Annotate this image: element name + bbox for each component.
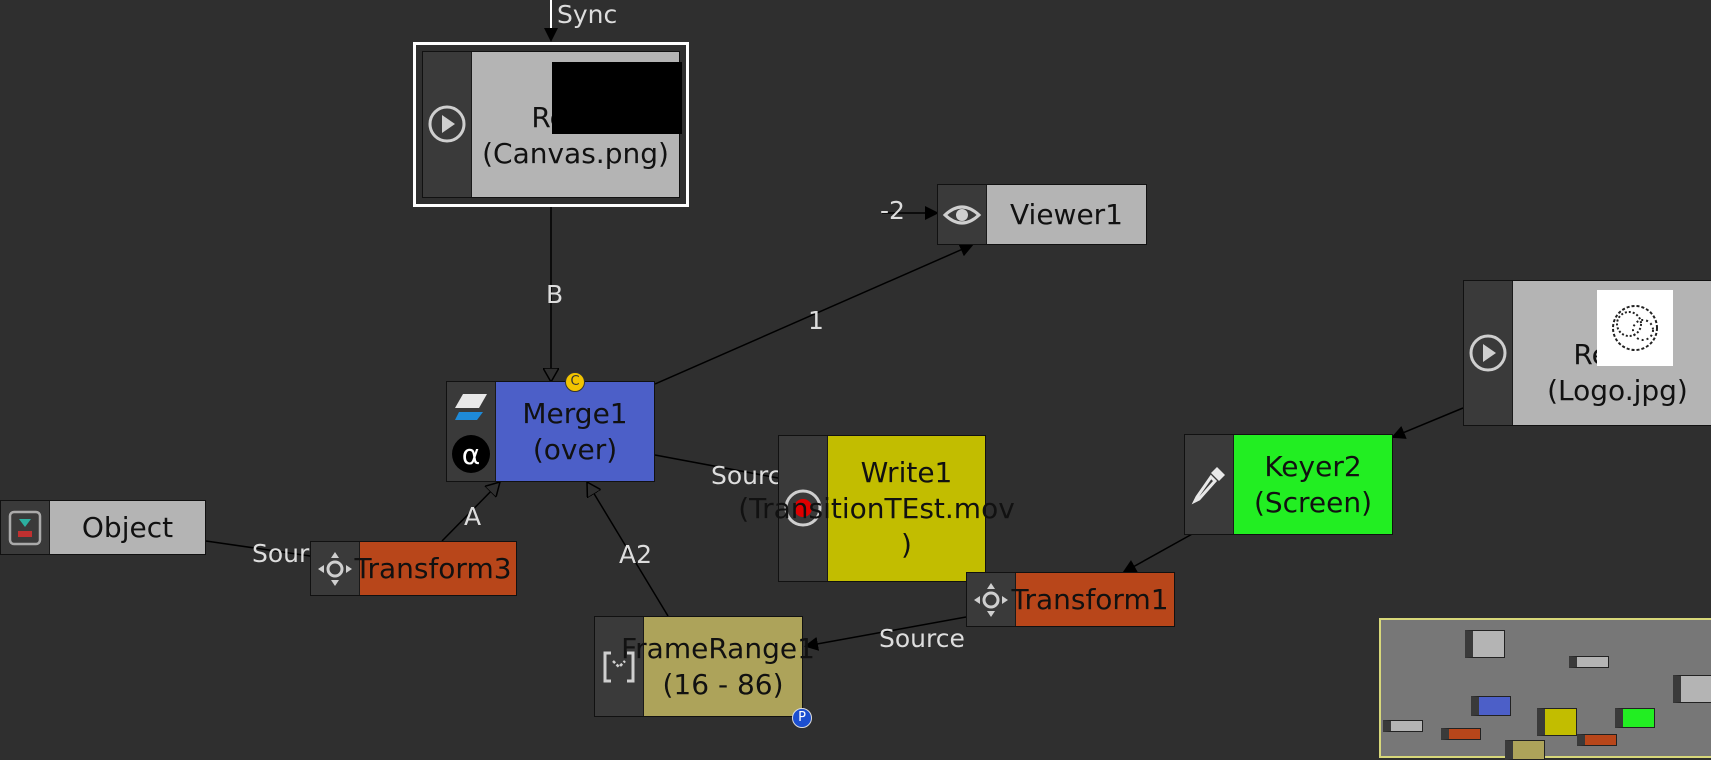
node-transform3[interactable]: Transform3 <box>310 541 517 596</box>
minimap-node <box>1615 708 1655 728</box>
node-write-title: Write1 <box>860 455 953 489</box>
edge-label-a: A <box>464 502 482 531</box>
minimap-node <box>1569 656 1609 668</box>
svg-text:α: α <box>462 438 480 471</box>
merge-status-badge-label: C <box>570 374 580 389</box>
edge-label-a2: A2 <box>619 540 653 569</box>
edge-a[interactable] <box>441 482 500 542</box>
edge-logo-keyer[interactable] <box>1391 407 1464 439</box>
play-icon <box>428 105 466 143</box>
node-object-title: Object <box>81 510 174 544</box>
node-transform1-title: Transform1 <box>1011 582 1169 616</box>
node-keyer-title: Keyer2 <box>1264 449 1362 483</box>
node-write-subtitle: (TransitionTEst.mov <box>738 491 1015 525</box>
framerange-status-badge-label: P <box>798 710 806 725</box>
minimap-node <box>1465 630 1505 658</box>
layers-icon <box>455 394 487 420</box>
node-keyer-subtitle: (Screen) <box>1253 485 1373 519</box>
node-transform3-title: Transform3 <box>354 551 512 585</box>
edge-label-1: 1 <box>808 306 824 335</box>
node-read-logo-subtitle: (Logo.jpg) <box>1547 374 1688 407</box>
edge-framerange-source[interactable] <box>804 616 967 651</box>
thumbnail-canvas <box>552 62 682 134</box>
object-icon <box>8 510 42 546</box>
thumbnail-logo <box>1597 290 1673 366</box>
node-framerange-title: FrameRange1 <box>621 631 815 665</box>
alpha-icon: α <box>452 435 490 473</box>
minimap-node <box>1577 734 1617 746</box>
node-merge-title: Merge1 <box>522 396 628 430</box>
node-keyer[interactable]: Keyer2 (Screen) <box>1184 434 1393 535</box>
eye-icon <box>942 205 982 225</box>
node-read-canvas-subtitle: (Canvas.png) <box>482 136 669 170</box>
edge-label-sync: Sync <box>557 0 618 29</box>
node-framerange-subtitle: (16 - 86) <box>662 667 784 701</box>
play-icon <box>1469 334 1507 372</box>
edge-label-2: -2 <box>880 196 905 225</box>
minimap-node <box>1383 720 1423 732</box>
node-viewer[interactable]: Viewer1 <box>937 184 1147 245</box>
edge-transform3-source[interactable] <box>205 540 311 557</box>
navigator-minimap[interactable] <box>1379 618 1711 760</box>
merge-status-badge: C <box>565 372 585 392</box>
edge-label-source-framerange: Source <box>879 624 965 653</box>
move-icon <box>318 552 352 586</box>
edge-keyer-transform1[interactable] <box>1122 532 1195 573</box>
framerange-status-badge: P <box>792 708 812 728</box>
move-icon <box>974 583 1008 617</box>
minimap-node <box>1537 708 1577 736</box>
node-merge[interactable]: α Merge1 (over) C <box>446 372 655 482</box>
node-read-canvas[interactable]: Read1 (Canvas.png) <box>413 42 689 207</box>
frame-range-icon <box>603 651 635 683</box>
edge-a2[interactable] <box>587 482 669 617</box>
node-object[interactable]: Object <box>0 500 206 555</box>
minimap-node <box>1471 696 1511 716</box>
node-transform1[interactable]: Transform1 <box>966 572 1175 627</box>
minimap-node <box>1441 728 1481 740</box>
node-framerange[interactable]: FrameRange1 (16 - 86) P <box>594 616 815 728</box>
eyedropper-icon <box>1191 467 1225 505</box>
node-write[interactable]: Write1 (TransitionTEst.mov ) <box>738 435 1015 582</box>
minimap-node <box>1673 675 1711 703</box>
connection-graph <box>205 0 1464 651</box>
node-read-logo[interactable]: Read2 (Logo.jpg) <box>1463 280 1711 426</box>
node-write-subtitle-end: ) <box>901 527 912 561</box>
node-viewer-title: Viewer1 <box>1010 197 1123 231</box>
edge-label-b: B <box>546 280 564 309</box>
minimap-node <box>1505 740 1545 760</box>
node-merge-subtitle: (over) <box>532 432 618 466</box>
record-icon <box>784 489 822 527</box>
edge-viewer-1[interactable] <box>654 243 974 385</box>
edge-write-source[interactable] <box>654 454 779 479</box>
